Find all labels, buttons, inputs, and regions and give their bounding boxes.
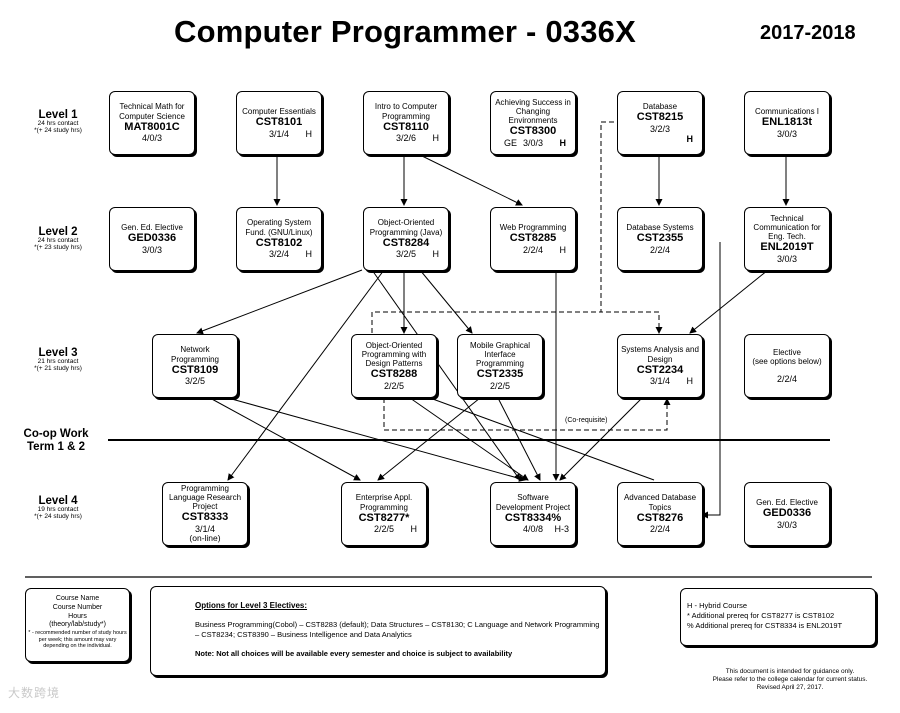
level-2-label: Level 2 24 hrs contact *(+ 23 study hrs) [34,226,82,251]
coreq-label: (Co-requisite) [565,417,608,424]
course-cst8334[interactable]: Software Development Project CST8334% 4/… [490,482,576,546]
level-4-label: Level 4 19 hrs contact *(+ 24 study hrs) [34,495,82,520]
course-enl1813t[interactable]: Communications I ENL1813t 3/0/3 [744,91,830,155]
arrow-enl2019t-cst2234 [689,269,769,334]
course-cst2335[interactable]: Mobile Graphical Interface Programming C… [457,334,543,398]
footer-disclaimer: This document is intended for guidance o… [712,668,868,692]
course-cst8102[interactable]: Operating System Fund. (GNU/Linux) CST81… [236,207,322,271]
course-cst8288[interactable]: Object-Oriented Programming with Design … [351,334,437,398]
level-1-label: Level 1 24 hrs contact *(+ 24 study hrs) [34,109,82,134]
arrow-cst8284-cst2335 [419,269,473,334]
level-3-label: Level 3 21 hrs contact *(+ 21 study hrs) [34,347,82,372]
course-cst8300[interactable]: Achieving Success in Changing Environmen… [490,91,576,155]
arrow-cst8284-cst8334 [371,269,521,481]
course-ged0336-l2[interactable]: Gen. Ed. Elective GED0336 3/0/3 [109,207,195,271]
arrow-cst8284-cst8333 [227,269,385,481]
course-cst2234[interactable]: Systems Analysis and Design CST2234 3/1/… [617,334,703,398]
course-cst2355[interactable]: Database Systems CST2355 2/2/4 [617,207,703,271]
arrow-cst2355-cst8276 [701,242,721,519]
watermark-text: 大数跨境 [8,686,61,700]
course-enl2019t[interactable]: Technical Communication for Eng. Tech. E… [744,207,830,271]
course-cst8110[interactable]: Intro to Computer Programming CST8110 3/… [363,91,449,155]
course-cst8276[interactable]: Advanced Database Topics CST8276 2/2/4 [617,482,703,546]
course-box-legend: Course Name Course Number Hours (theory/… [25,588,130,662]
course-mat8001c[interactable]: Technical Math for Computer Science MAT8… [109,91,195,155]
elective-options-box: Options for Level 3 Electives: Business … [150,586,606,676]
course-cst8333[interactable]: Programming Language Research Project CS… [162,482,248,546]
elective-options-note: Note: Not all choices will be available … [195,648,513,658]
course-cst8284[interactable]: Object-Oriented Programming (Java) CST82… [363,207,449,271]
dashed-cst8288-cst2234 [371,311,601,333]
arrow-cst8110-cst8285 [419,154,523,206]
academic-year: 2017-2018 [760,22,856,44]
course-cst8109[interactable]: Network Programming CST8109 3/2/5 [152,334,238,398]
course-ged0336-l4[interactable]: Gen. Ed. Elective GED0336 3/0/3 [744,482,830,546]
page-title: Computer Programmer - 0336X [174,14,636,49]
course-cst8215[interactable]: Database CST8215 3/2/3 H [617,91,703,155]
elective-options-title: Options for Level 3 Electives: [195,601,308,610]
course-cst8277[interactable]: Enterprise Appl. Programming CST8277* 2/… [341,482,427,546]
hybrid-notes-box: H - Hybrid Course * Additional prereq fo… [680,588,876,646]
dashed-coreq [383,398,671,431]
course-elective[interactable]: Elective (see options below) 2/2/4 [744,334,830,398]
arrow-cst8284-cst8109 [196,269,363,335]
elective-options-body: Business Programming(Cobol) – CST8283 (d… [195,620,600,640]
